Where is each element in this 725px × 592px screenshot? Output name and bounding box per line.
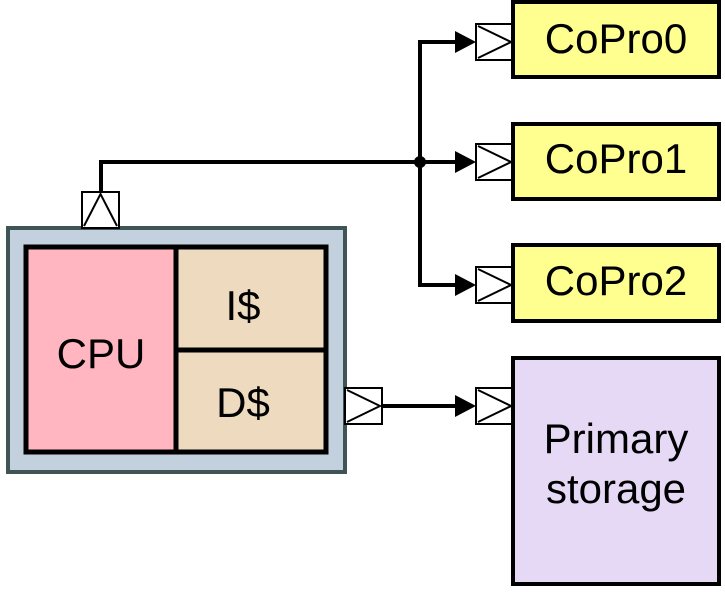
cpu-bus-port[interactable] xyxy=(81,191,120,229)
copro2-label: CoPro2 xyxy=(545,257,687,304)
cpu-label: CPU xyxy=(57,330,146,377)
copro0-label: CoPro0 xyxy=(545,15,687,62)
copro1-unit[interactable]: CoPro1 xyxy=(475,122,721,201)
copro0-input-port[interactable] xyxy=(475,23,514,61)
copro1-input-port[interactable] xyxy=(475,143,514,181)
storage-label-line2: storage xyxy=(546,465,686,512)
copro1-box[interactable] xyxy=(511,122,721,201)
primary-storage-box[interactable] xyxy=(511,356,721,586)
icache-label: I$ xyxy=(225,282,260,329)
bus-junction-dot xyxy=(414,156,426,168)
copro2-box[interactable] xyxy=(511,243,721,323)
copro1-label: CoPro1 xyxy=(545,135,687,182)
cpu-bus-wire xyxy=(99,160,422,194)
bus-lines xyxy=(99,40,465,408)
arrowheads xyxy=(455,31,476,417)
cpu-module[interactable]: CPU I$ D$ xyxy=(6,226,347,474)
arrow-copro2 xyxy=(455,274,476,296)
dcache-block[interactable] xyxy=(173,347,329,455)
copro2-input-port[interactable] xyxy=(475,266,514,304)
arrow-copro0 xyxy=(455,31,476,53)
dcache-label: D$ xyxy=(216,379,270,426)
copro0-box[interactable] xyxy=(511,0,721,79)
cpu-storage-port[interactable] xyxy=(344,387,383,425)
copro0-unit[interactable]: CoPro0 xyxy=(475,0,721,79)
storage-input-port[interactable] xyxy=(475,387,514,425)
copro2-unit[interactable]: CoPro2 xyxy=(475,243,721,323)
arrow-copro1 xyxy=(455,151,476,173)
icache-block[interactable] xyxy=(173,244,329,353)
storage-label-line1: Primary xyxy=(544,415,689,462)
arrow-storage xyxy=(455,395,476,417)
primary-storage-unit[interactable]: Primary storage xyxy=(475,356,721,586)
